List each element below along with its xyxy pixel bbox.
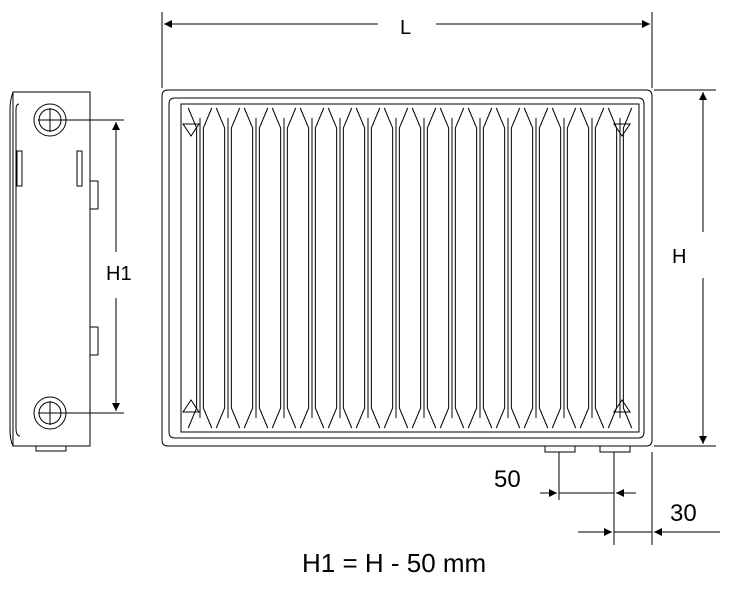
bottom-pipe-right xyxy=(599,445,631,453)
radiator-column xyxy=(299,107,325,429)
front-view-outline xyxy=(161,89,653,447)
l-label: L xyxy=(400,17,411,39)
radiator-column xyxy=(411,107,437,429)
side-view-inner-edge xyxy=(9,91,21,447)
vent-triangle-top-right xyxy=(613,123,631,137)
radiator-column xyxy=(327,107,353,429)
vent-triangle-bottom-right xyxy=(613,399,631,413)
column-group xyxy=(187,107,633,429)
radiator-column xyxy=(495,107,521,429)
side-view-outline xyxy=(12,91,91,447)
side-view-bracket-bottom xyxy=(89,326,99,356)
front-view-frame xyxy=(180,103,640,433)
side-view-bracket-top xyxy=(89,180,99,210)
radiator-column xyxy=(271,107,297,429)
radiator-column xyxy=(607,107,633,429)
front-view-inner-panel xyxy=(168,97,645,439)
offset-30-dimension xyxy=(578,452,720,545)
h-dimension xyxy=(654,89,716,447)
offset-50-label: 50 xyxy=(494,466,521,493)
radiator-column xyxy=(551,107,577,429)
radiator-column xyxy=(215,107,241,429)
h-label: H xyxy=(672,246,686,268)
radiator-column xyxy=(243,107,269,429)
bottom-pipe-left xyxy=(544,445,576,453)
offset-50-dimension xyxy=(540,452,636,500)
h1-label: H1 xyxy=(106,263,132,285)
side-view xyxy=(9,91,124,452)
radiator-column xyxy=(579,107,605,429)
vent-triangle-bottom-left xyxy=(182,399,200,413)
side-view-foot xyxy=(35,445,67,452)
side-view-slot-left xyxy=(16,150,23,187)
radiator-column xyxy=(383,107,409,429)
front-view xyxy=(161,89,653,453)
radiator-column xyxy=(187,107,213,429)
radiator-column xyxy=(467,107,493,429)
radiator-column xyxy=(355,107,381,429)
vent-triangle-top-left xyxy=(182,123,200,137)
radiator-column xyxy=(523,107,549,429)
formula-text: H1 = H - 50 mm xyxy=(302,548,486,578)
offset-30-label: 30 xyxy=(670,500,697,527)
radiator-column xyxy=(439,107,465,429)
l-dimension xyxy=(161,12,653,88)
side-view-slot-right xyxy=(76,150,83,187)
